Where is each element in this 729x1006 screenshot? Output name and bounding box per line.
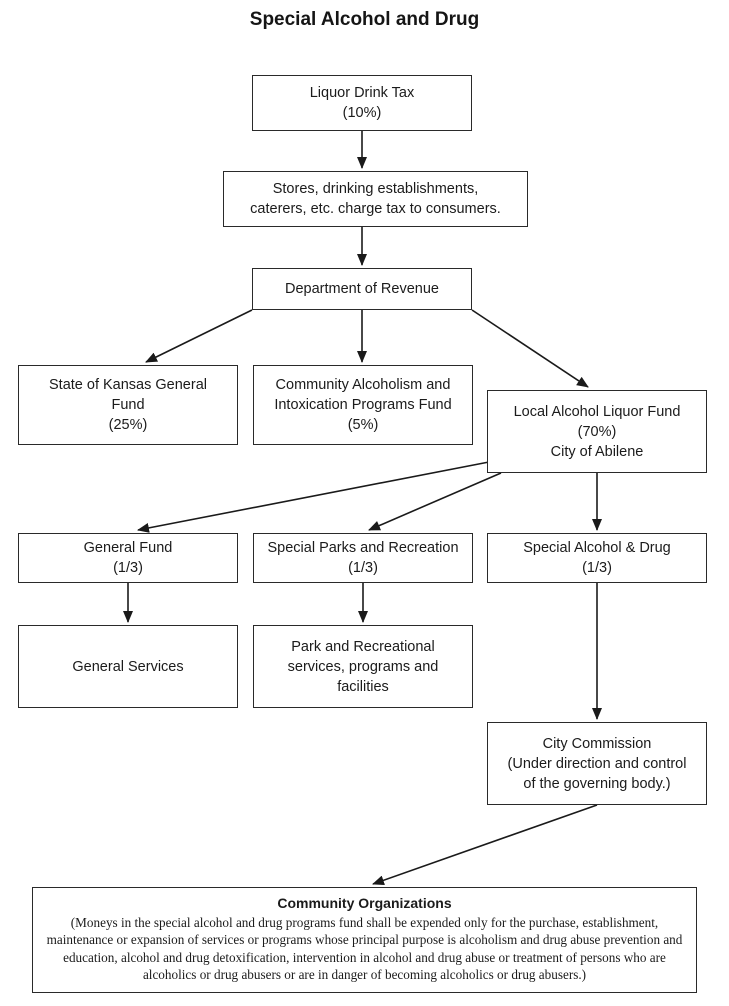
arrow-commission-to-community-orgs [372,804,598,886]
node-local-alcohol-liquor-fund: Local Alcohol Liquor Fund (70%) City of … [487,390,707,473]
node-department-of-revenue: Department of Revenue [252,268,472,310]
node-general-services: General Services [18,625,238,708]
arrow-revenue-to-local-alcohol [471,309,589,388]
page-title: Special Alcohol and Drug [249,9,480,30]
node-stores-establishments: Stores, drinking establishments, caterer… [223,171,528,227]
node-state-kansas-general-fund: State of Kansas General Fund (25%) [18,365,238,445]
node-liquor-drink-tax: Liquor Drink Tax (10%) [252,75,472,131]
community-organizations-description: (Moneys in the special alcohol and drug … [46,915,683,983]
node-community-alcoholism-fund: Community Alcoholism and Intoxication Pr… [253,365,473,445]
node-special-alcohol-drug: Special Alcohol & Drug (1/3) [487,533,707,583]
node-special-parks-recreation: Special Parks and Recreation (1/3) [253,533,473,583]
arrow-local-to-general-fund [137,461,490,533]
arrow-revenue-to-kansas-fund [145,309,253,363]
node-community-organizations: Community Organizations (Moneys in the s… [32,887,697,993]
node-general-fund: General Fund (1/3) [18,533,238,583]
arrow-local-to-special-parks [368,472,502,531]
node-park-recreational-services: Park and Recreational services, programs… [253,625,473,708]
community-organizations-heading: Community Organizations [277,895,452,911]
node-city-commission: City Commission (Under direction and con… [487,722,707,805]
